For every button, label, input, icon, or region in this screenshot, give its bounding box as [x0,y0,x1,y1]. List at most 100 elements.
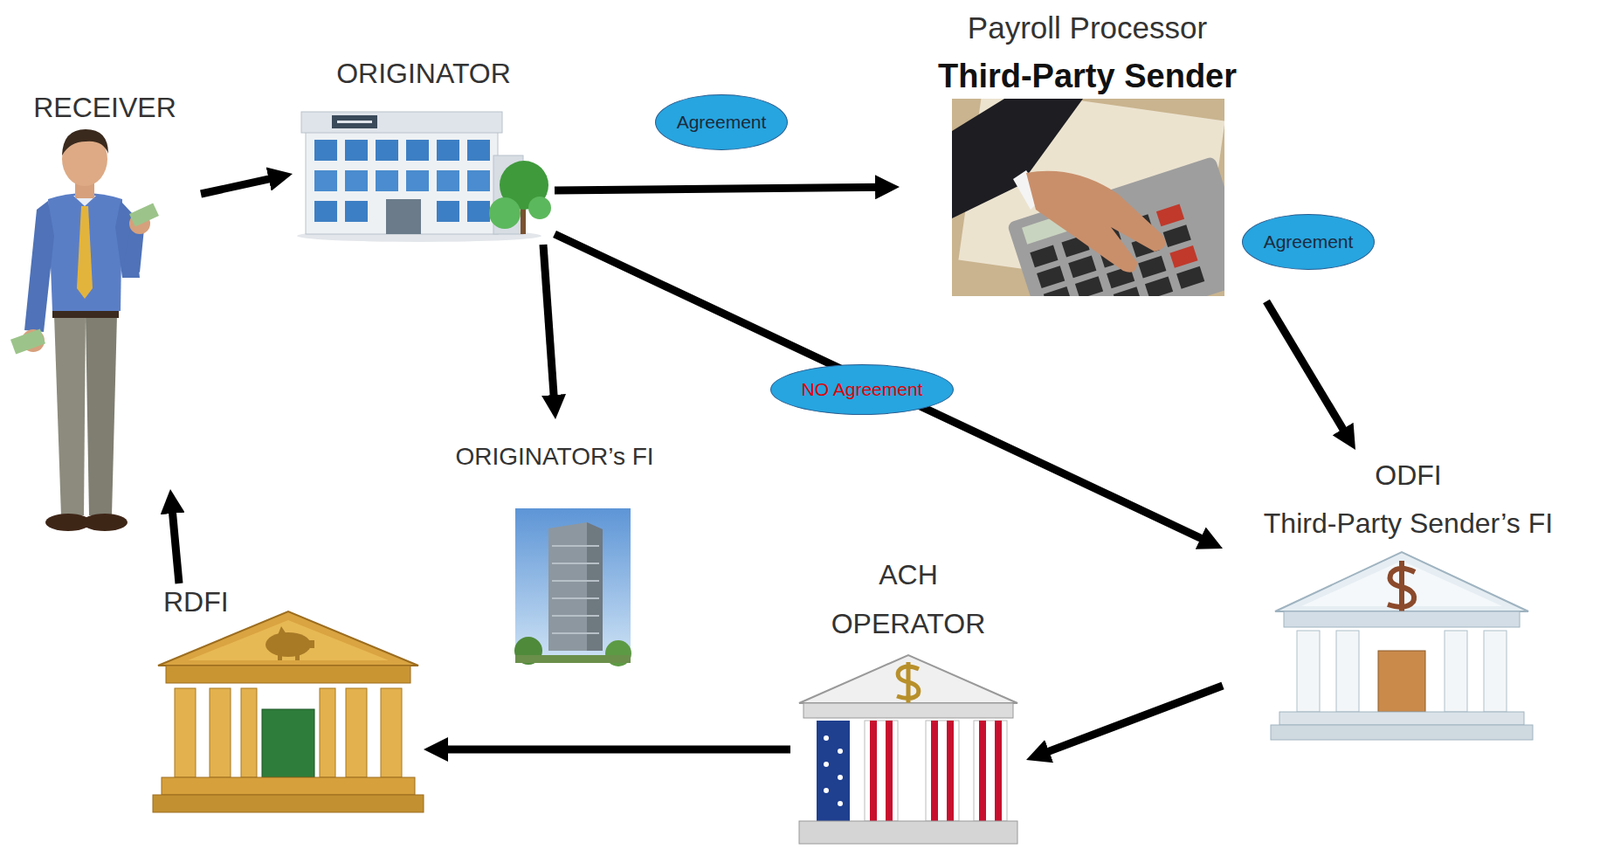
office-building-part [467,200,490,222]
ach-operator-building-part [931,720,938,821]
ach-operator-building-part [946,720,954,821]
rdfi-bank-part [295,653,300,661]
node-label: ORIGINATOR [336,57,511,90]
agreement-oval: Agreement [655,94,788,151]
flow-arrow [1266,301,1348,437]
odfi-bank-part [1296,630,1320,712]
rdfi-bank-part [345,688,367,778]
receiver-figure-part [62,129,109,156]
payroll-photo-part [1026,171,1166,273]
ach-operator-building-part [803,703,1014,718]
originator-fi-tower-part [586,522,603,651]
flow-arrow [200,177,277,194]
payroll-photo-part-part [1113,286,1142,297]
odfi-bank-part [1378,650,1426,712]
rdfi-bank-part [307,640,315,649]
ach-operator-building-part [823,761,829,767]
payroll-photo-part [1006,155,1225,297]
agreement-oval: NO Agreement [770,364,954,415]
payroll-photo-part-part [1156,204,1185,228]
office-building-part [489,197,521,229]
node-label: ACH OPERATOR [820,550,996,649]
ach-operator-building-part [973,720,1007,821]
office-building-part [436,170,460,192]
ach-operator-building-part [885,720,893,821]
originator-fi-tower-part [515,655,631,663]
node-label: ODFI [1374,459,1442,492]
office-building-part [301,111,503,133]
flow-arrow [439,745,791,754]
payroll-photo-part-part [1036,265,1065,289]
office-building-part [528,196,552,220]
agreement-oval: Agreement [1241,213,1375,270]
third-party-sender-node: Payroll ProcessorThird-Party Sender [899,6,1276,302]
payroll-photo-part-part [1137,255,1166,279]
office-building-part [406,139,429,161]
ach-operator-building-part [823,787,829,794]
office-building-part [337,120,373,124]
receiver-figure-part [10,328,46,354]
originator-fi-tower-part [548,522,603,651]
originator-fi-node: ORIGINATOR’s FI [427,419,682,669]
node-subtitle: Third-Party Sender’s FI [1263,507,1553,540]
ach-operator-building-part [925,720,959,821]
office-building-part [331,115,378,129]
odfi-bank-part [1283,611,1520,628]
rdfi-bank-part [241,688,257,778]
office-building-part [436,139,460,161]
node-subtitle: Payroll Processor [967,10,1207,46]
odfi-bank [1270,551,1533,740]
connector-group [172,177,1348,755]
payroll-photo [951,98,1225,297]
payroll-photo-part-part [1068,255,1097,279]
receiver-figure [10,129,159,532]
payroll-photo-part-part [1163,224,1192,248]
ach-operator-building-part [799,655,1018,704]
office-building-part [467,139,490,161]
edge-label: Agreement [1263,231,1354,253]
payroll-photo-part-part [1144,276,1173,297]
flow-arrow [172,504,180,584]
ach-operator-building-part [816,720,850,821]
rdfi-bank-part [187,620,389,661]
office-building-part [467,170,490,192]
office-building-part [344,170,368,192]
ach-operator-building-part [837,800,843,807]
office-building-part [406,170,429,192]
office-building-part [375,170,399,192]
payroll-photo-part-part [1043,286,1072,297]
ach-operator-building-part [994,720,1002,821]
node-label: ORIGINATOR’s FI [455,442,654,471]
flow-arrow [543,244,555,404]
ach-operator-building-part [799,820,1018,844]
rdfi-bank-part [158,611,419,666]
flow-arrow [554,234,1209,542]
receiver-figure-part [76,206,93,299]
node-label: Third-Party Sender [937,57,1237,97]
ach-operator-building-part [869,720,877,821]
payroll-photo-part-part [1006,155,1225,297]
payroll-photo-part-part [1075,275,1104,297]
flow-arrow [554,186,884,191]
receiver-node: RECEIVER [8,87,201,490]
odfi-bank-part [1279,711,1525,725]
office-building-part [344,200,368,222]
payroll-photo-part-part [1029,245,1058,269]
odfi-bank-part [1270,724,1533,740]
originator-fi-tower-part [551,545,600,634]
office-building-part [344,139,368,161]
office-building-part [305,131,498,235]
office-building-part [375,139,399,161]
rdfi-bank-part [265,632,311,657]
rdfi-bank-part [165,665,411,683]
odfi-node: ODFI Third-Party Sender’s FI [1222,449,1594,743]
rdfi-bank-part [209,688,231,778]
payroll-photo-part-part [1176,266,1205,290]
odfi-bank-part [1483,630,1507,712]
ach-operator-building [799,655,1018,844]
office-building-part [314,200,338,222]
receiver-figure-part [82,513,128,532]
receiver-figure-part [129,202,159,227]
rdfi-bank-part [380,688,402,778]
